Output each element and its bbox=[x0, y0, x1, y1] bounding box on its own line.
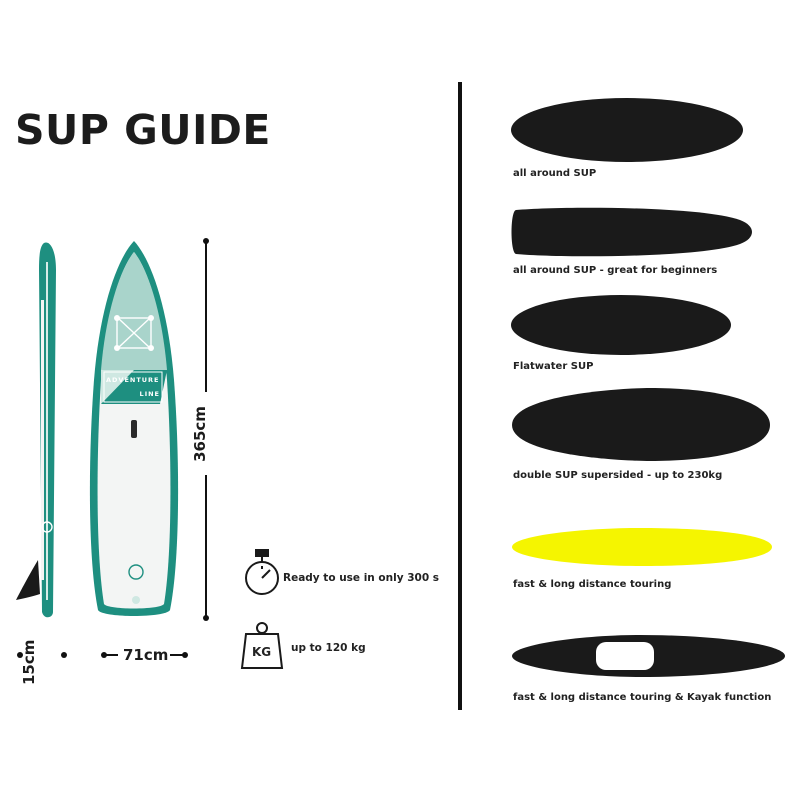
shape-label-all-around: all around SUP bbox=[513, 168, 597, 179]
shape-flatwater bbox=[511, 295, 731, 355]
brand-line-2: LINE bbox=[139, 390, 160, 398]
width-dimension-line bbox=[101, 652, 188, 658]
shape-label-double: double SUP supersided - up to 230kg bbox=[513, 470, 723, 481]
shape-label-touring: fast & long distance touring bbox=[513, 579, 672, 590]
thickness-dimension-line bbox=[17, 652, 67, 658]
width-label: 71cm bbox=[123, 646, 169, 664]
kayak-cockpit bbox=[596, 642, 654, 670]
page-title: SUP GUIDE bbox=[15, 106, 271, 154]
board-side-view bbox=[16, 242, 56, 618]
weight-icon-text: KG bbox=[252, 645, 272, 659]
length-dimension-line bbox=[203, 238, 209, 621]
shape-touring bbox=[512, 528, 772, 566]
shape-label-kayak: fast & long distance touring & Kayak fun… bbox=[513, 692, 772, 703]
weight-icon bbox=[240, 622, 284, 669]
divider bbox=[458, 82, 462, 710]
board-top-view bbox=[89, 241, 179, 616]
brand-line-1: ADVENTURE bbox=[106, 376, 160, 384]
stopwatch-icon bbox=[245, 549, 279, 595]
board-brand: ADVENTURE LINE bbox=[106, 376, 160, 398]
shape-beginners bbox=[511, 207, 752, 257]
shape-all-around bbox=[511, 98, 743, 162]
shape-label-flatwater: Flatwater SUP bbox=[513, 361, 594, 372]
feature-ready-time: Ready to use in only 300 s bbox=[283, 572, 440, 584]
feature-max-weight: up to 120 kg bbox=[291, 642, 366, 654]
shape-double bbox=[512, 388, 770, 461]
shape-label-beginners: all around SUP - great for beginners bbox=[513, 265, 718, 276]
